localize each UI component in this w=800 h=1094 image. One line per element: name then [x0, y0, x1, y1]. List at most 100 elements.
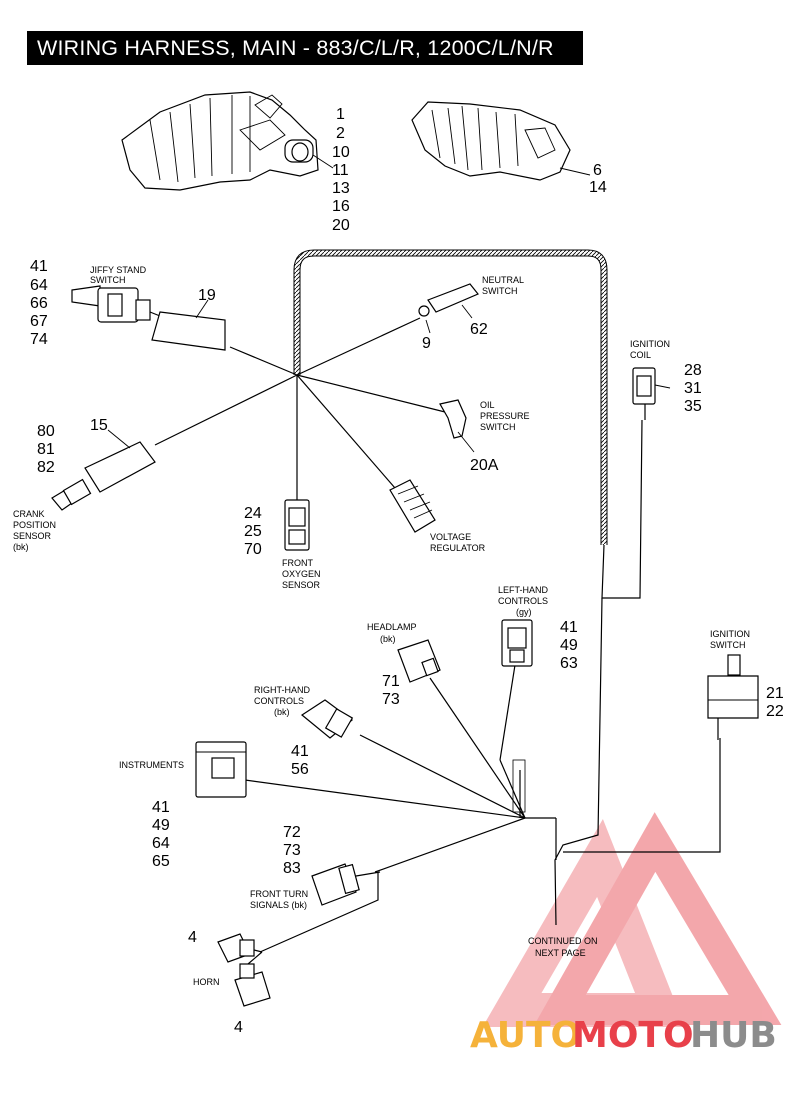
callout-group-engine: 1 2 10 11 13 16 20: [332, 106, 350, 234]
svg-text:(gy): (gy): [516, 607, 532, 617]
callout-6: 6: [593, 162, 602, 179]
neutral-switch: [418, 283, 479, 334]
ignition-switch: [707, 654, 759, 740]
callout-2: 2: [336, 125, 345, 142]
label-ignition-coil: IGNITION COIL: [630, 339, 670, 360]
svg-text:IGNITION: IGNITION: [630, 339, 670, 349]
front-branch-wires: [244, 664, 557, 873]
label-crank-sensor: CRANK POSITION SENSOR (bk): [13, 509, 56, 552]
label-left-controls: LEFT-HAND CONTROLS (gy): [498, 585, 549, 617]
callout-20: 20: [332, 217, 350, 234]
crank-position-sensor: [51, 478, 92, 511]
callout-group-oxygen: 24 25 70: [244, 505, 262, 558]
callout-9: 9: [422, 335, 431, 352]
label-instruments: INSTRUMENTS: [119, 760, 184, 770]
svg-text:LEFT-HAND: LEFT-HAND: [498, 585, 549, 595]
svg-text:POSITION: POSITION: [13, 520, 56, 530]
callout-group-right-controls: 41 56: [291, 743, 309, 778]
hub-wires: [154, 317, 446, 500]
label-front-oxygen: FRONT OXYGEN SENSOR: [282, 558, 321, 590]
callout-49-lh: 49: [560, 637, 578, 654]
callout-82: 82: [37, 459, 55, 476]
callout-24: 24: [244, 505, 262, 522]
watermark-hub: HUB: [690, 1015, 777, 1056]
callout-4-top: 4: [188, 929, 197, 946]
callout-group-turn: 72 73 83: [283, 824, 301, 877]
component-15-boot: [84, 429, 156, 493]
svg-text:CONTINUED ON: CONTINUED ON: [528, 936, 598, 946]
svg-text:REGULATOR: REGULATOR: [430, 543, 486, 553]
watermark-logo: [482, 812, 782, 1027]
callout-41: 41: [30, 258, 48, 275]
callout-19: 19: [198, 287, 216, 304]
callout-10: 10: [332, 144, 350, 161]
jiffy-stand-switch: [71, 285, 161, 323]
callout-31: 31: [684, 380, 702, 397]
callout-group-jiffy: 41 64 66 67 74 19: [30, 258, 216, 348]
svg-text:SWITCH: SWITCH: [710, 640, 746, 650]
callout-13: 13: [332, 180, 350, 197]
callout-49-inst: 49: [152, 817, 170, 834]
callout-83: 83: [283, 860, 301, 877]
callout-22: 22: [766, 703, 784, 720]
label-neutral-switch: NEUTRAL SWITCH: [482, 275, 524, 296]
ignition-coil-connector: [632, 367, 671, 420]
svg-text:FRONT: FRONT: [282, 558, 313, 568]
callout-81: 81: [37, 441, 55, 458]
label-right-controls: RIGHT-HAND CONTROLS (bk): [254, 685, 311, 717]
svg-text:COIL: COIL: [630, 350, 651, 360]
callout-72: 72: [283, 824, 301, 841]
svg-text:(bk): (bk): [380, 634, 396, 644]
callout-64-inst: 64: [152, 835, 170, 852]
callout-64: 64: [30, 277, 48, 294]
callout-group-crank: 80 81 82 15: [37, 417, 108, 476]
svg-text:RIGHT-HAND: RIGHT-HAND: [254, 685, 311, 695]
front-oxygen-connector: [284, 499, 310, 551]
callout-group-ignition-coil: 28 31 35: [684, 362, 702, 415]
callout-group-caddy: 6 14: [589, 162, 607, 196]
callout-group-headlamp: 71 73: [382, 673, 400, 708]
svg-text:HEADLAMP: HEADLAMP: [367, 622, 417, 632]
callout-41-rh: 41: [291, 743, 309, 760]
callout-16: 16: [332, 198, 350, 215]
oil-pressure-switch: [439, 399, 475, 453]
svg-text:OXYGEN: OXYGEN: [282, 569, 321, 579]
horn-connectors: [217, 933, 271, 1007]
svg-text:SENSOR: SENSOR: [282, 580, 321, 590]
front-turn-signals-connector: [259, 863, 381, 953]
callout-35: 35: [684, 398, 702, 415]
callout-1: 1: [336, 106, 345, 123]
component-19-boot: [151, 299, 226, 351]
label-horn: HORN: [193, 977, 220, 987]
callout-67: 67: [30, 313, 48, 330]
callout-41-inst: 41: [152, 799, 170, 816]
electrical-caddy-illustration: [411, 101, 591, 181]
svg-text:VOLTAGE: VOLTAGE: [430, 532, 471, 542]
svg-text:FRONT TURN: FRONT TURN: [250, 889, 308, 899]
callout-62: 62: [470, 321, 488, 338]
svg-text:INSTRUMENTS: INSTRUMENTS: [119, 760, 184, 770]
right-hand-controls-connector: [300, 699, 354, 739]
callout-11: 11: [332, 162, 349, 179]
callout-56: 56: [291, 761, 309, 778]
svg-text:CRANK: CRANK: [13, 509, 45, 519]
svg-text:PRESSURE: PRESSURE: [480, 411, 530, 421]
callout-70: 70: [244, 541, 262, 558]
callout-28: 28: [684, 362, 702, 379]
svg-text:SWITCH: SWITCH: [90, 275, 126, 285]
label-continued: CONTINUED ON NEXT PAGE: [528, 936, 598, 958]
label-oil-pressure: OIL PRESSURE SWITCH: [480, 400, 530, 432]
watermark-auto: AUTO: [470, 1015, 581, 1056]
callout-41-lh: 41: [560, 619, 578, 636]
svg-text:SENSOR: SENSOR: [13, 531, 52, 541]
svg-text:NEXT PAGE: NEXT PAGE: [535, 948, 586, 958]
callout-80: 80: [37, 423, 55, 440]
callout-65: 65: [152, 853, 170, 870]
callout-21: 21: [766, 685, 784, 702]
callout-14: 14: [589, 179, 607, 196]
callout-4-bottom: 4: [234, 1019, 243, 1036]
svg-text:SWITCH: SWITCH: [480, 422, 516, 432]
instruments-connector: [195, 741, 247, 798]
callout-group-ignition-switch: 21 22: [766, 685, 784, 720]
